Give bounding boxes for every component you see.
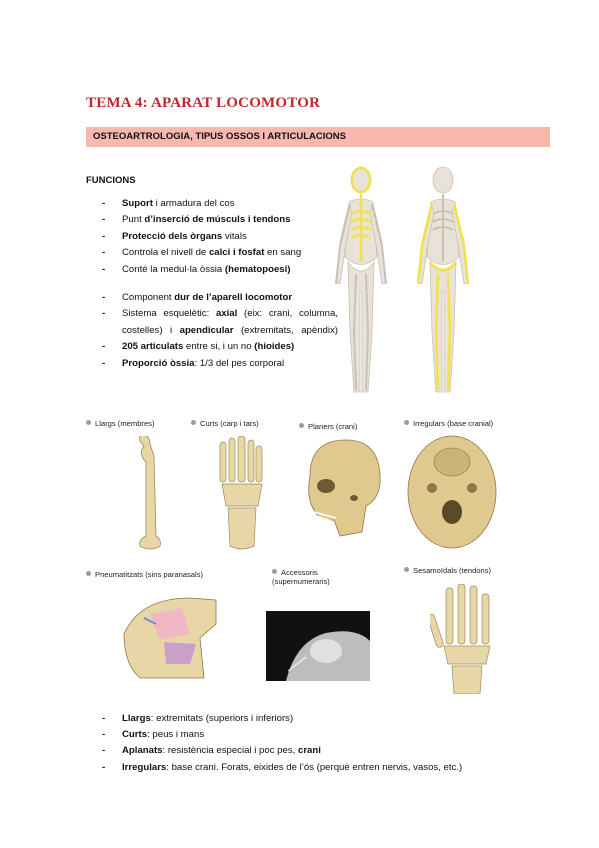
skull-base-illustration (407, 435, 497, 549)
list-item: Suport i armadura del cos (86, 196, 326, 213)
functions-list: Suport i armadura del cos Punt d’inserci… (86, 196, 326, 278)
bullet-icon (404, 567, 409, 572)
list-item: Component dur de l’aparell locomotor (86, 290, 338, 307)
list-item: Irregulars: base crani. Forats, eixides … (86, 760, 556, 776)
list-item: Punt d’inserció de músculs i tendons (86, 212, 326, 229)
page-title: TEMA 4: APARAT LOCOMOTOR (86, 95, 321, 111)
functions-heading: FUNCIONS (86, 175, 136, 186)
section-title: OSTEOARTROLOGIA, TIPUS OSSOS I ARTICULAC… (93, 131, 346, 142)
caption-short-bones: Curts (carp i tars) (191, 419, 259, 428)
caption-accessory-bones: Accessoris (supernumeraris) (272, 568, 330, 586)
list-item: 205 articulats entre si, i un no (hioide… (86, 339, 338, 356)
list-item: Sistema esquelètic: axial (eix: crani, c… (86, 306, 338, 339)
bullet-icon (86, 571, 91, 576)
list-item: Proporció òssia: 1/3 del pes corporal (86, 356, 338, 373)
bullet-icon (191, 420, 196, 425)
list-item: Conté la medul·la òssia (hematopoesi) (86, 262, 326, 279)
functions-list-2: Component dur de l’aparell locomotor Sis… (86, 290, 338, 372)
hand-bones-illustration (430, 584, 491, 694)
foot-bones-illustration (219, 436, 263, 550)
caption-pneumatized-bones: Pneumatitzats (sins paranasals) (86, 570, 203, 579)
skeleton-front-figure (335, 166, 387, 393)
bullet-icon (86, 420, 91, 425)
bullet-icon (272, 569, 277, 574)
caption-flat-bones: Planers (crani) (299, 422, 357, 431)
xray-accessory-bone-illustration (266, 611, 370, 681)
caption-irregular-bones: Irregulars (base cranial) (404, 419, 493, 428)
section-band: OSTEOARTROLOGIA, TIPUS OSSOS I ARTICULAC… (86, 127, 550, 147)
paranasal-sinuses-illustration (123, 597, 217, 679)
caption-sesamoid-bones: Sesamoïdals (tendons) (404, 566, 491, 575)
list-item: Curts: peus i mans (86, 727, 556, 743)
list-item: Llargs: extremitats (superiors i inferio… (86, 711, 556, 727)
skull-lateral-illustration (308, 439, 381, 537)
list-item: Controla el nivell de calci i fosfat en … (86, 245, 326, 262)
bullet-icon (404, 420, 409, 425)
skeleton-back-figure (416, 166, 470, 393)
caption-long-bones: Llargs (membres) (86, 419, 155, 428)
bullet-icon (299, 423, 304, 428)
list-item: Aplanats: resistència especial i poc pes… (86, 743, 556, 759)
summary-list: Llargs: extremitats (superiors i inferio… (86, 711, 556, 776)
list-item: Protecció dels òrgans vitals (86, 229, 326, 246)
femur-illustration (139, 436, 161, 550)
